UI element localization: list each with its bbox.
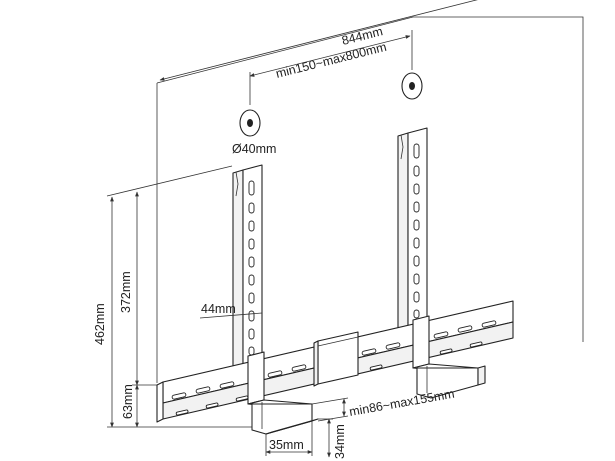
disc-diameter-label: Ø40mm	[232, 142, 276, 156]
right-arm-slots	[413, 143, 420, 319]
shelf-depth-dimension: min86~max155mm	[311, 387, 456, 422]
shelf-lip-dimension: 34mm	[318, 418, 347, 459]
center-clamp	[313, 331, 359, 387]
arm-height-dimension: 372mm	[119, 191, 139, 386]
left-shelf-bracket	[247, 351, 319, 435]
right-mounting-disc	[401, 72, 423, 100]
right-shelf-bracket	[412, 315, 486, 399]
left-arm-slots	[248, 180, 255, 356]
bar-height-label: 63mm	[121, 384, 135, 419]
shelf-lip-label: 34mm	[333, 424, 347, 459]
shelf-width-label: 35mm	[269, 438, 304, 452]
total-height-label: 462mm	[93, 303, 107, 345]
vesa-range-label: min150~max800mm	[274, 40, 388, 81]
arm-width-label: 44mm	[201, 302, 236, 316]
shelf-depth-label: min86~max155mm	[348, 387, 455, 419]
left-mounting-disc	[239, 109, 261, 137]
overall-width-dimension: 844mm	[159, 0, 584, 81]
total-height-dimension: 462mm	[93, 165, 260, 428]
tv-outline	[156, 16, 584, 383]
left-vertical-arm	[232, 164, 263, 372]
arm-width-dimension: 44mm	[199, 302, 263, 319]
shelf-width-dimension: 35mm	[265, 421, 313, 456]
right-vertical-arm	[397, 127, 428, 344]
vesa-range-dimension: min150~max800mm	[249, 30, 413, 105]
arm-height-label: 372mm	[119, 271, 133, 313]
